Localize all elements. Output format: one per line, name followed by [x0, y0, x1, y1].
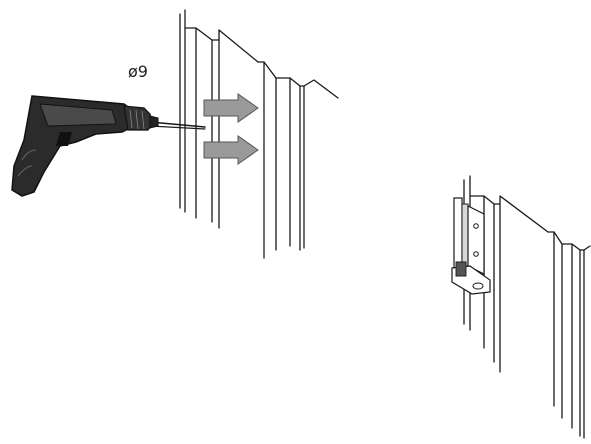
power-drill-icon [11, 95, 159, 197]
door-frame-profile-left [179, 9, 339, 259]
direction-arrow-icon-lower [203, 135, 259, 165]
drill-bit [149, 121, 206, 130]
hinge-bracket-icon [451, 197, 491, 295]
door-frame-profile-right [463, 175, 591, 439]
direction-arrow-icon [203, 93, 259, 123]
drill-bit-diameter-label: ø9 [128, 62, 148, 81]
